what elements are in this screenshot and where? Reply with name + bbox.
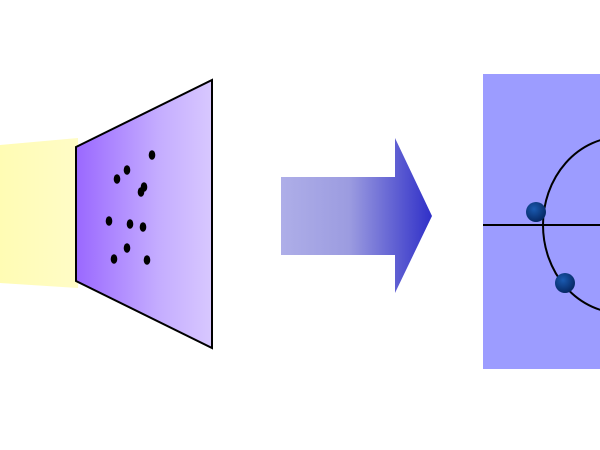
screen-spot-2 <box>123 165 131 175</box>
screen-spots <box>105 150 156 265</box>
transform-arrow <box>281 138 432 293</box>
screen-spot-1 <box>148 150 156 160</box>
screen-spot-6 <box>105 216 113 226</box>
screen-spot-10 <box>110 254 118 264</box>
ball-1 <box>526 202 546 222</box>
screen-spot-9 <box>123 243 131 253</box>
light-beam <box>0 138 78 288</box>
screen-spot-8 <box>139 222 147 232</box>
screen-spot-5 <box>137 187 145 197</box>
detector-screen <box>75 78 213 350</box>
result-panel <box>483 74 600 369</box>
screen-spot-11 <box>143 255 151 265</box>
orbit-ellipse <box>542 139 600 311</box>
screen-spot-7 <box>126 219 134 229</box>
ball-2 <box>555 273 575 293</box>
screen-spot-3 <box>113 174 121 184</box>
